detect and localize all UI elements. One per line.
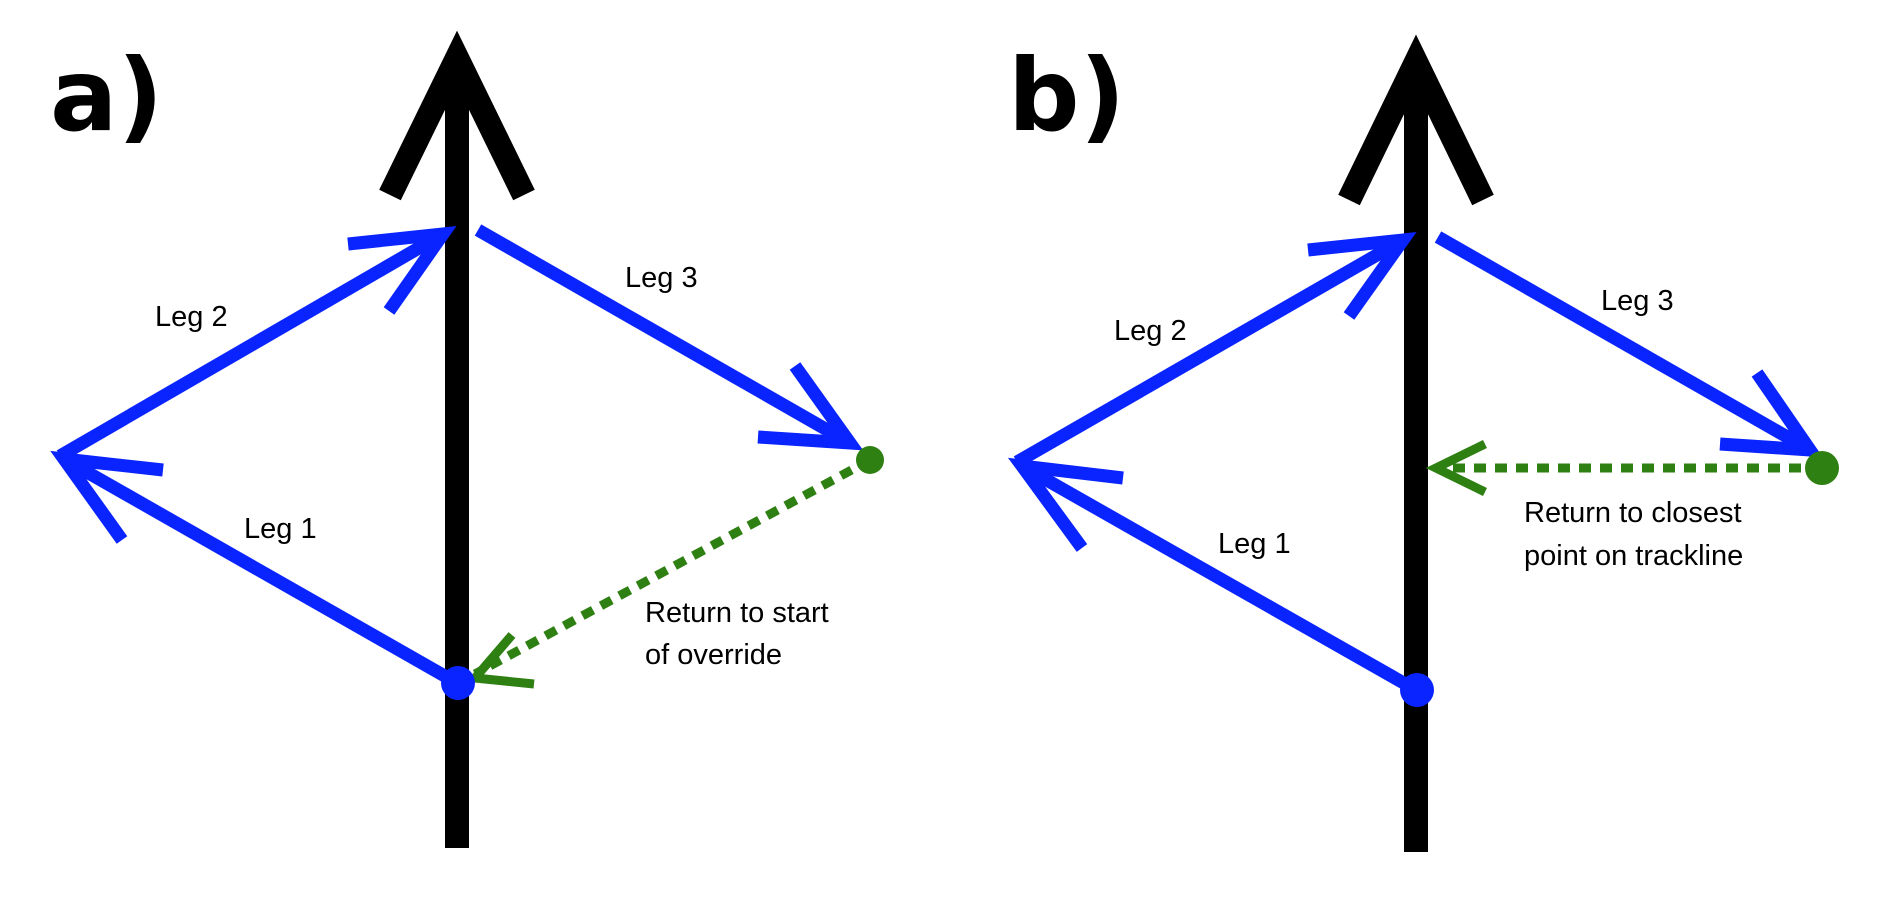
panel-b-trackline (1338, 34, 1494, 852)
panel-b-note-line-1: Return to closest (1524, 497, 1742, 529)
panel-a-leg-1-label: Leg 1 (244, 513, 317, 545)
panel-a-leg-2-label: Leg 2 (155, 301, 228, 333)
panel-a-return-path (465, 456, 873, 689)
panel-a-leg-1 (50, 450, 461, 689)
panel-b-leg-3-line (1434, 231, 1814, 456)
panel-a-trackline (379, 30, 535, 848)
panel-a-leg-2 (56, 226, 457, 462)
panel-b-return-arrowhead (1425, 439, 1487, 497)
panel-b-leg-2-line (1013, 234, 1407, 468)
panel-b-leg-1-label: Leg 1 (1218, 528, 1291, 560)
panel-a-override-start-point (441, 666, 475, 700)
panel-b: b) Leg 2 Leg 3 Leg 1 R (1007, 34, 1839, 852)
panel-b-trackline-arrowhead (1338, 34, 1494, 206)
panel-b-leg-3-arrowhead (1719, 369, 1823, 458)
panel-b-leg-2 (1013, 232, 1417, 468)
panel-a-leg-2-arrowhead (347, 226, 457, 315)
panel-a: a) Leg 2 Leg 3 Leg 1 R (50, 30, 884, 848)
panel-a-label: a) (50, 37, 163, 154)
panel-a-leg-3-line (474, 224, 854, 449)
panel-a-leg-3-label: Leg 3 (625, 262, 698, 294)
panel-b-leg-2-label: Leg 2 (1114, 315, 1187, 347)
panel-a-note-line-1: Return to start (645, 597, 829, 629)
panel-a-leg-1-line (60, 453, 461, 689)
panel-b-leg-3 (1434, 231, 1823, 458)
panel-a-override-end-point (856, 446, 884, 474)
panel-a-leg-2-line (56, 228, 447, 462)
panel-b-leg-1-line (1018, 460, 1420, 696)
panel-b-leg-2-arrowhead (1307, 232, 1417, 320)
panel-b-leg-3-label: Leg 3 (1601, 285, 1674, 317)
panel-b-return-path (1425, 439, 1822, 497)
panel-b-leg-1-arrowhead (1007, 457, 1124, 552)
panel-b-label: b) (1008, 37, 1125, 154)
panel-a-leg-3-arrowhead (757, 362, 864, 451)
panel-b-note-line-2: point on trackline (1524, 540, 1743, 572)
panel-b-leg-1 (1007, 457, 1420, 696)
panel-b-override-start-point (1400, 673, 1434, 707)
panel-b-override-end-point (1805, 451, 1839, 485)
panel-a-return-arrowhead (465, 632, 535, 689)
panel-a-return-dotted-line (472, 456, 873, 678)
panel-a-trackline-arrowhead (379, 30, 535, 201)
panel-a-leg-3 (474, 224, 864, 451)
panel-a-note-line-2: of override (645, 639, 782, 671)
